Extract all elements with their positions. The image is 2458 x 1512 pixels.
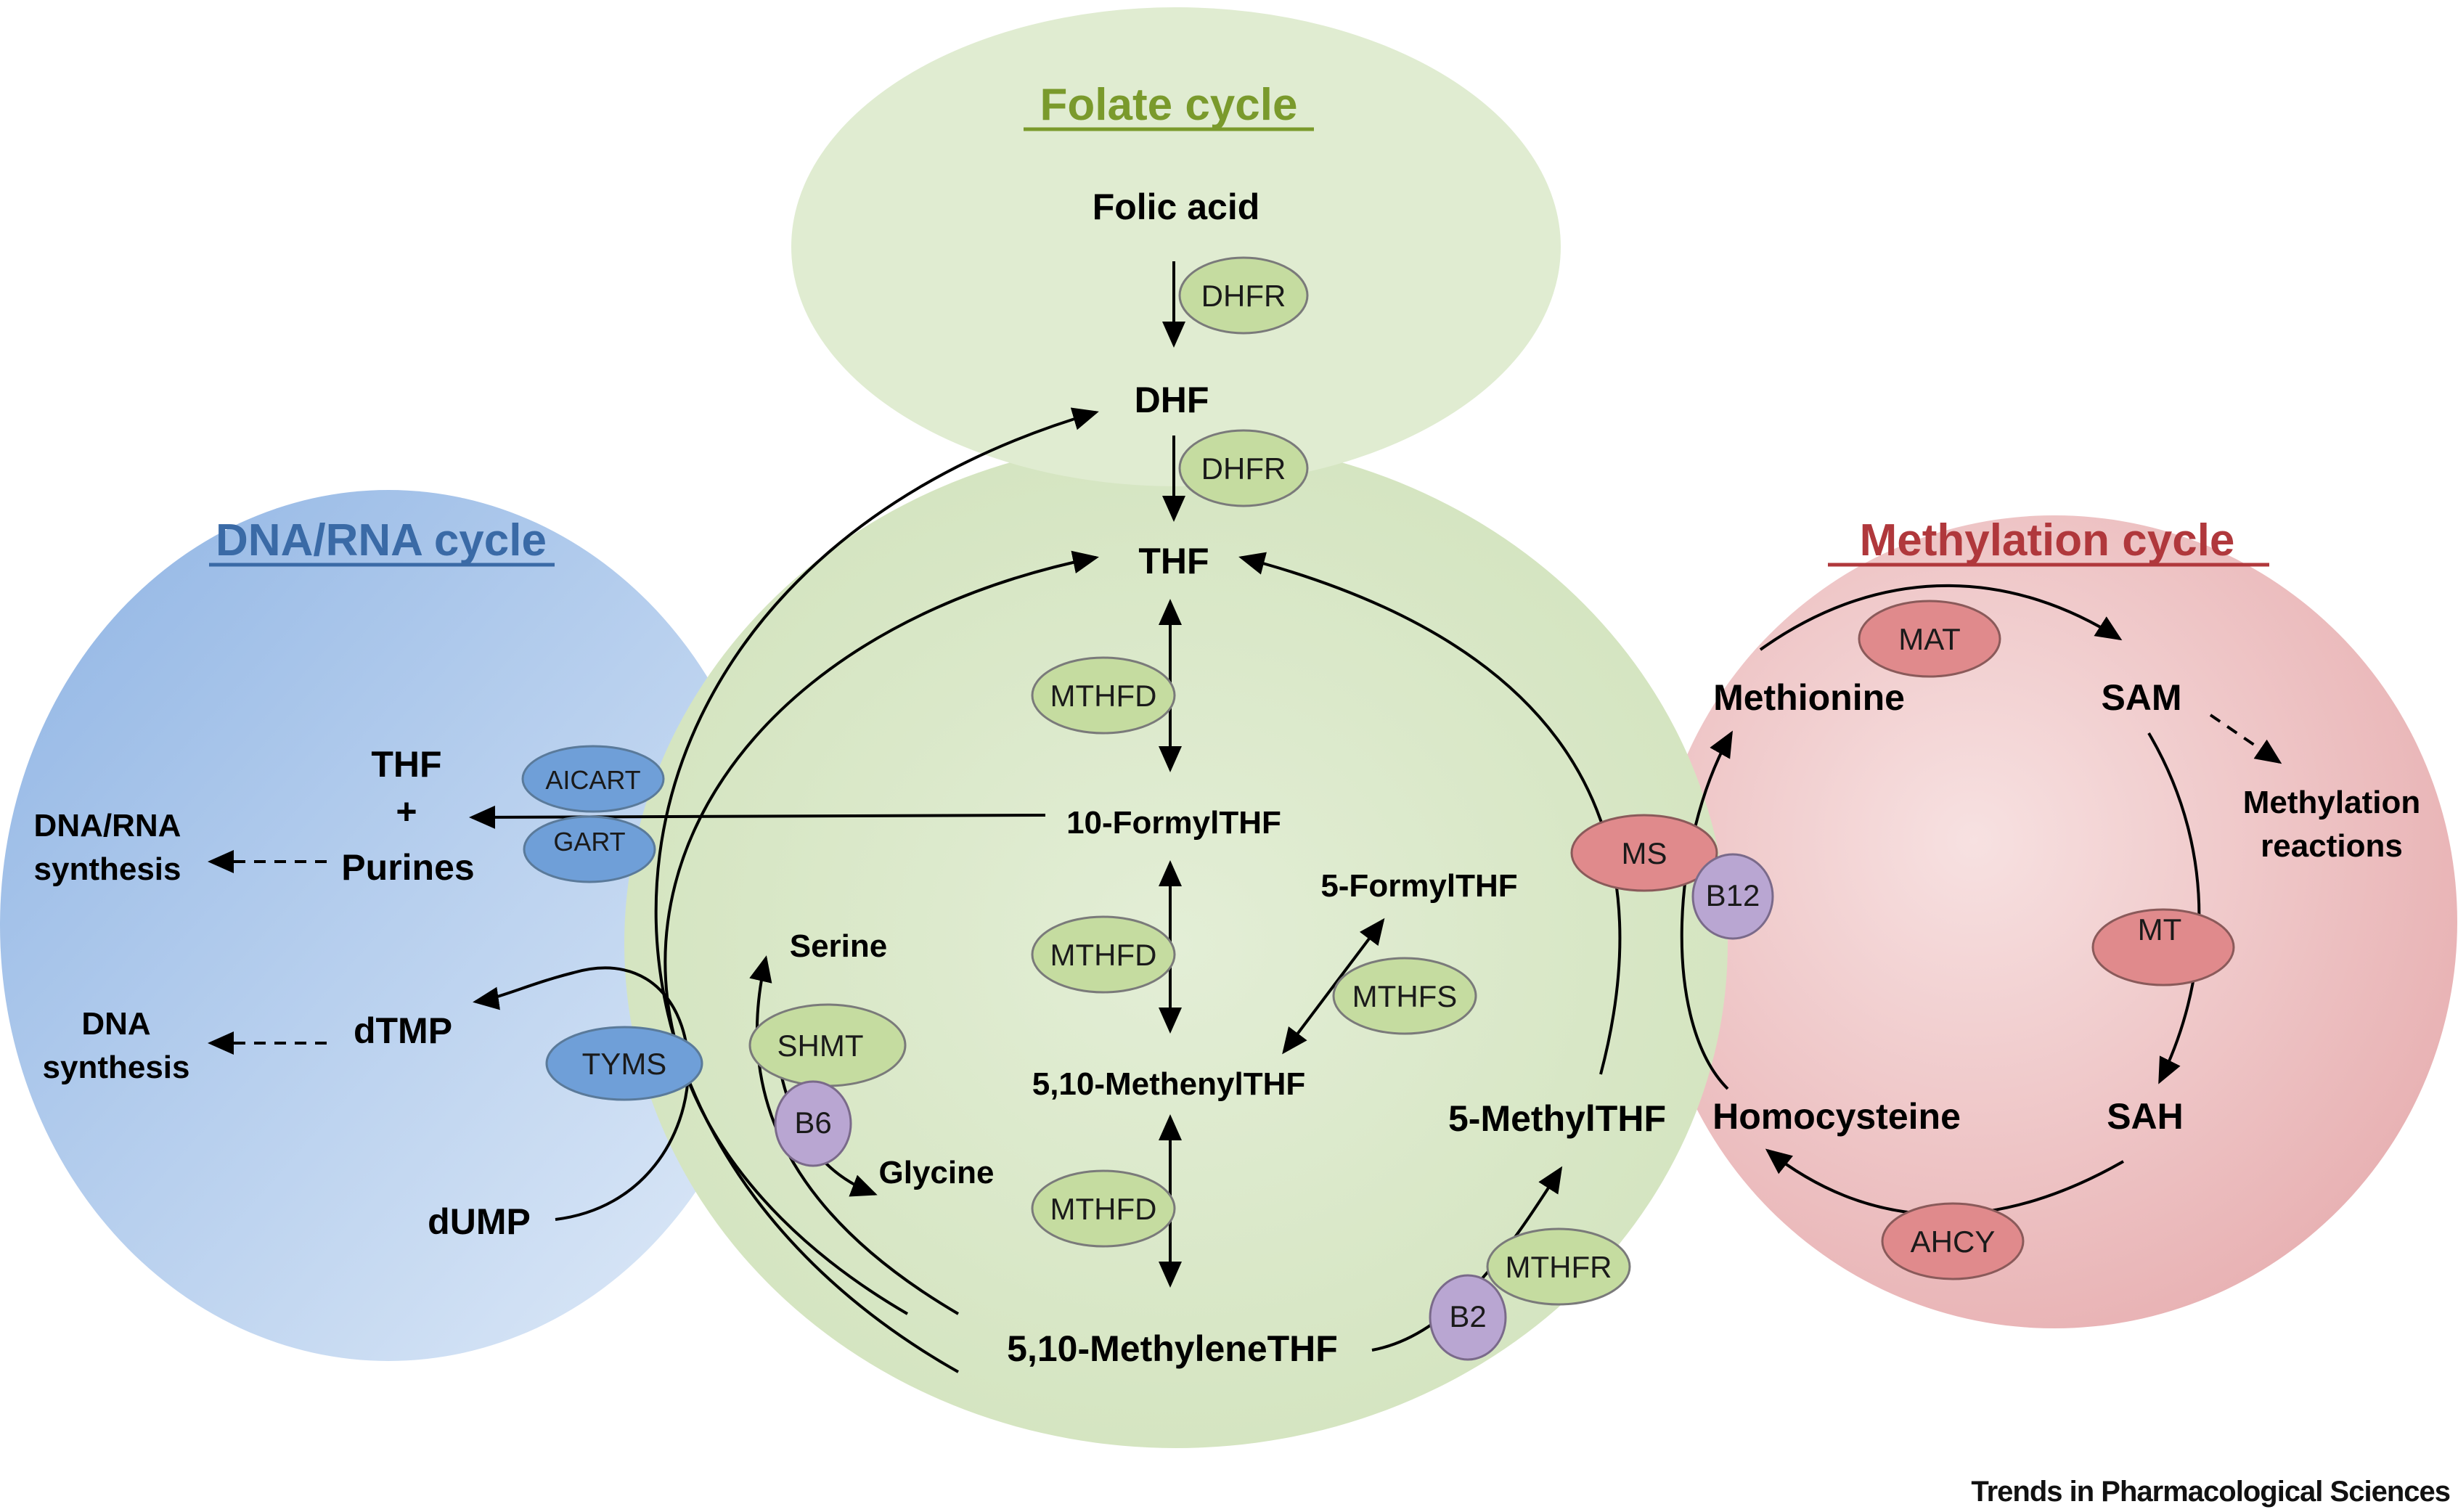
enzyme-mat-label: MAT xyxy=(1898,622,1961,656)
purines-label: Purines xyxy=(341,847,474,888)
enzyme-dhfr-2-label: DHFR xyxy=(1201,451,1286,486)
enzyme-mthfd-3: MTHFD xyxy=(1031,1169,1176,1248)
thf-left-label: THF xyxy=(371,744,441,785)
dtmp-label: dTMP xyxy=(354,1010,452,1051)
enzyme-mthfd-2: MTHFD xyxy=(1031,915,1176,994)
vitamin-b2-label: B2 xyxy=(1449,1299,1486,1333)
enzyme-mthfd-2-label: MTHFD xyxy=(1050,938,1157,972)
enzyme-mthfd-3-label: MTHFD xyxy=(1050,1192,1157,1226)
enzyme-ms: MS xyxy=(1570,814,1718,892)
methyl-thf-label: 5-MethylTHF xyxy=(1448,1098,1666,1139)
enzyme-ahcy: AHCY xyxy=(1881,1202,2025,1280)
vitamin-b6: B6 xyxy=(774,1080,852,1167)
enzyme-mt: MT xyxy=(2091,908,2235,986)
dna-rna-synthesis-label-2: synthesis xyxy=(34,851,181,887)
serine-label: Serine xyxy=(790,928,888,964)
methionine-to-sam-arc xyxy=(1759,584,2123,651)
enzyme-dhfr-1-label: DHFR xyxy=(1201,279,1286,313)
enzyme-gart-label: GART xyxy=(553,827,625,857)
vitamin-b12: B12 xyxy=(1691,853,1774,940)
enzyme-mt-label: MT xyxy=(2138,912,2182,947)
enzyme-ahcy-label: AHCY xyxy=(1911,1225,1996,1259)
sam-label: SAM xyxy=(2101,677,2181,718)
folate-cycle-title: Folate cycle xyxy=(1040,80,1298,130)
enzyme-aicart: AICART xyxy=(521,745,665,813)
formylthf-to-purines-arrow xyxy=(469,805,1046,829)
enzyme-mthfd-1-label: MTHFD xyxy=(1050,679,1157,713)
enzyme-tyms-label: TYMS xyxy=(582,1047,667,1081)
formyl-thf-5-label: 5-FormylTHF xyxy=(1320,868,1517,904)
vitamin-b2: B2 xyxy=(1429,1274,1507,1361)
dump-to-dtmp-arc xyxy=(473,966,690,1221)
methenyl-thf-label: 5,10-MethenylTHF xyxy=(1032,1066,1306,1102)
dhf-label: DHF xyxy=(1135,380,1209,420)
dna-rna-cycle-title: DNA/RNA cycle xyxy=(216,515,547,565)
sah-label: SAH xyxy=(2107,1096,2184,1137)
vitamin-b6-label: B6 xyxy=(794,1106,831,1140)
methylenethf-to-dhf-arc xyxy=(654,407,1099,1373)
methylation-cycle-title: Methylation cycle xyxy=(1860,515,2235,565)
methylation-cycle-region xyxy=(1651,515,2457,1328)
enzyme-mthfs-label: MTHFS xyxy=(1352,979,1458,1013)
folate-cycle-top-region xyxy=(791,7,1561,486)
sam-to-methylation-dashed xyxy=(2209,714,2282,764)
enzyme-ms-label: MS xyxy=(1622,836,1667,870)
enzyme-mthfd-1: MTHFD xyxy=(1031,656,1176,735)
dump-label: dUMP xyxy=(428,1201,531,1242)
enzyme-mthfr-label: MTHFR xyxy=(1506,1250,1612,1284)
enzyme-gart: GART xyxy=(523,815,656,883)
methylation-reactions-label-1: Methylation xyxy=(2243,785,2420,820)
enzyme-mthfr: MTHFR xyxy=(1486,1227,1631,1306)
thf-label: THF xyxy=(1138,541,1209,581)
folic-acid-label: Folic acid xyxy=(1093,187,1260,227)
methylenethf-to-thf-arc xyxy=(664,550,1099,1315)
homocysteine-label: Homocysteine xyxy=(1712,1096,1961,1137)
methylation-reactions-label-2: reactions xyxy=(2261,828,2403,864)
dna-rna-cycle-region xyxy=(0,490,777,1361)
enzyme-tyms: TYMS xyxy=(545,1026,703,1101)
enzyme-shmt: SHMT xyxy=(748,1003,907,1087)
methylene-thf-label: 5,10-MethyleneTHF xyxy=(1007,1328,1338,1369)
journal-footer: Trends in Pharmacological Sciences xyxy=(1971,1476,2450,1508)
methenylthf-5formylthf-arrow xyxy=(1282,918,1385,1055)
plus-label: + xyxy=(396,791,417,832)
methionine-label: Methionine xyxy=(1713,677,1905,718)
dna-synthesis-label-2: synthesis xyxy=(43,1050,190,1085)
enzyme-mthfs: MTHFS xyxy=(1332,957,1477,1035)
enzyme-aicart-label: AICART xyxy=(545,765,640,795)
enzyme-mat: MAT xyxy=(1858,600,2001,678)
methylthf-to-thf-arc xyxy=(1238,552,1622,1075)
formyl-thf-10-label: 10-FormylTHF xyxy=(1066,805,1281,841)
enzyme-dhfr-1: DHFR xyxy=(1178,256,1309,335)
enzyme-shmt-label: SHMT xyxy=(777,1029,864,1063)
homocysteine-to-methionine-arc xyxy=(1680,730,1733,1090)
dna-rna-synthesis-label-1: DNA/RNA xyxy=(34,808,181,843)
glycine-label: Glycine xyxy=(879,1155,995,1190)
enzyme-dhfr-2: DHFR xyxy=(1178,429,1309,507)
vitamin-b12-label: B12 xyxy=(1706,878,1760,912)
dna-synthesis-label-1: DNA xyxy=(81,1006,150,1042)
